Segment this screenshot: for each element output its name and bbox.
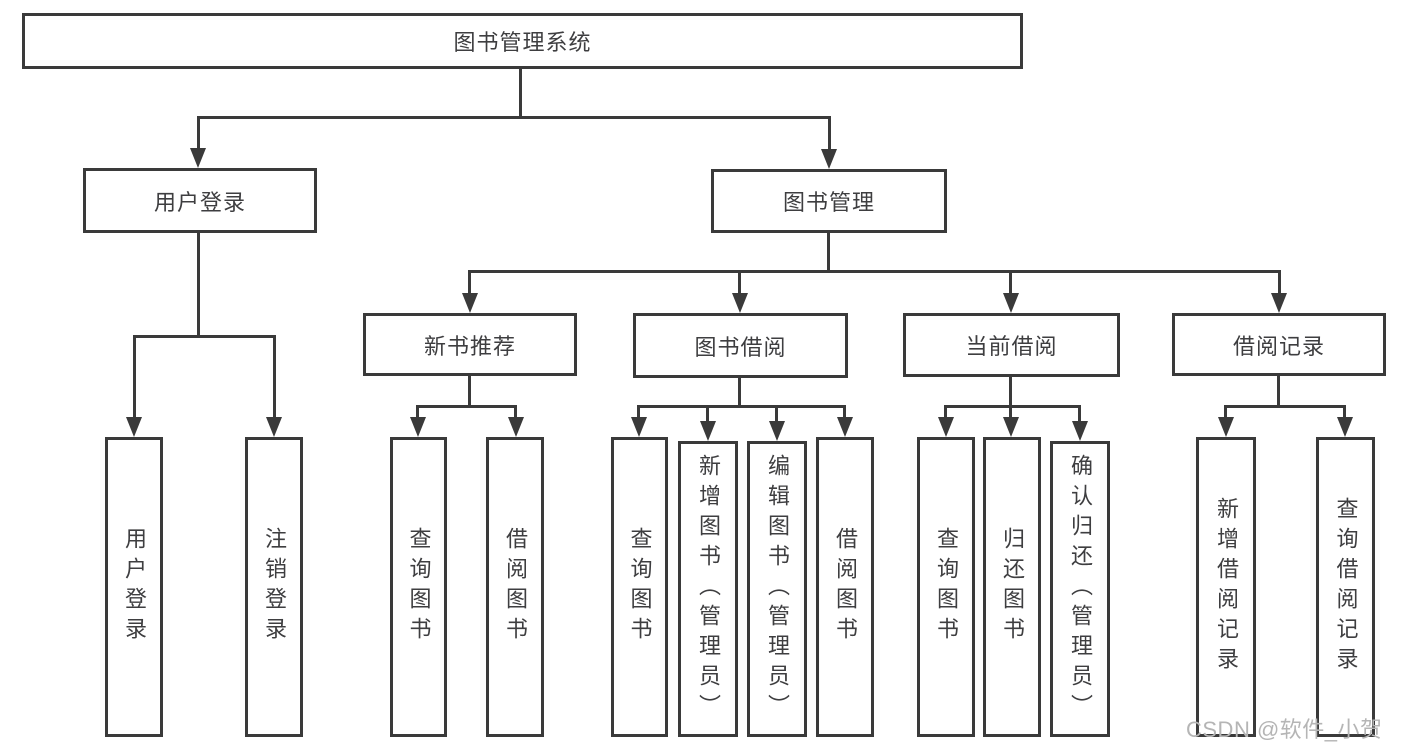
connector-line — [843, 405, 846, 421]
leaf-add-book-admin-label: 新增图书（管理员） — [696, 454, 721, 724]
connector-line — [197, 116, 831, 119]
connector-line — [637, 405, 640, 421]
leaf-logout: 注销登录 — [245, 437, 303, 737]
connector-line — [827, 233, 830, 273]
leaf-return-book-label: 归还图书 — [1000, 527, 1025, 647]
leaf-borrow-book-recommend-label: 借阅图书 — [503, 527, 528, 647]
leaf-query-book-recommend: 查询图书 — [390, 437, 447, 737]
connector-line — [519, 69, 522, 117]
node-root: 图书管理系统 — [22, 13, 1023, 69]
arrowhead-icon — [837, 417, 853, 437]
connector-line — [133, 335, 136, 421]
node-book-management: 图书管理 — [711, 169, 947, 233]
arrowhead-icon — [266, 417, 282, 437]
arrowhead-icon — [700, 421, 716, 441]
connector-line — [468, 376, 471, 407]
connector-line — [1009, 270, 1012, 295]
connector-line — [1009, 405, 1012, 421]
leaf-borrow-book: 借阅图书 — [816, 437, 874, 737]
connector-line — [1277, 376, 1280, 407]
leaf-query-book-current-label: 查询图书 — [934, 527, 959, 647]
connector-line — [944, 405, 947, 421]
connector-line — [775, 405, 778, 423]
arrowhead-icon — [508, 417, 524, 437]
arrowhead-icon — [462, 293, 478, 313]
leaf-query-book-borrow: 查询图书 — [611, 437, 668, 737]
connector-line — [1009, 377, 1012, 407]
connector-line — [738, 377, 741, 407]
arrowhead-icon — [631, 417, 647, 437]
node-user-login: 用户登录 — [83, 168, 317, 233]
node-current-borrow: 当前借阅 — [903, 313, 1120, 377]
arrowhead-icon — [821, 149, 837, 169]
connector-line — [468, 270, 1281, 273]
connector-line — [1278, 270, 1281, 295]
arrowhead-icon — [769, 421, 785, 441]
arrowhead-icon — [1337, 417, 1353, 437]
connector-line — [738, 270, 741, 295]
node-borrow-record: 借阅记录 — [1172, 313, 1386, 376]
arrowhead-icon — [410, 417, 426, 437]
node-root-label: 图书管理系统 — [453, 30, 592, 55]
arrowhead-icon — [1003, 293, 1019, 313]
connector-line — [133, 335, 276, 338]
leaf-edit-book-admin: 编辑图书（管理员） — [747, 441, 807, 737]
leaf-query-book-recommend-label: 查询图书 — [406, 527, 432, 647]
arrowhead-icon — [126, 417, 142, 437]
node-user-login-label: 用户登录 — [153, 189, 246, 215]
connector-line — [468, 270, 471, 295]
connector-line — [197, 116, 200, 150]
arrowhead-icon — [1072, 421, 1088, 441]
node-new-book-recommend-label: 新书推荐 — [423, 333, 516, 359]
connector-line — [197, 232, 200, 337]
leaf-user-login: 用户登录 — [105, 437, 163, 737]
connector-line — [828, 116, 831, 150]
node-book-borrow-label: 图书借阅 — [694, 334, 787, 360]
connector-line — [637, 405, 846, 408]
node-book-management-label: 图书管理 — [782, 190, 875, 215]
arrowhead-icon — [190, 148, 206, 168]
node-book-borrow: 图书借阅 — [633, 313, 848, 378]
node-borrow-record-label: 借阅记录 — [1232, 333, 1325, 359]
connector-line — [1224, 405, 1346, 408]
arrowhead-icon — [732, 293, 748, 313]
leaf-borrow-book-label: 借阅图书 — [833, 527, 858, 647]
connector-line — [706, 405, 709, 423]
connector-line — [1343, 405, 1346, 421]
connector-line — [416, 405, 517, 408]
leaf-query-borrow-record-label: 查询借阅记录 — [1333, 497, 1359, 677]
leaf-user-login-label: 用户登录 — [122, 527, 147, 647]
leaf-confirm-return-admin-label: 确认归还（管理员） — [1068, 454, 1093, 724]
leaf-query-book-current: 查询图书 — [917, 437, 975, 737]
connector-line — [944, 405, 1081, 408]
leaf-add-borrow-record-label: 新增借阅记录 — [1214, 497, 1239, 677]
leaf-query-borrow-record: 查询借阅记录 — [1316, 437, 1375, 737]
leaf-borrow-book-recommend: 借阅图书 — [486, 437, 544, 737]
leaf-return-book: 归还图书 — [983, 437, 1041, 737]
arrowhead-icon — [1218, 417, 1234, 437]
connector-line — [514, 405, 517, 421]
connector-line — [416, 405, 419, 421]
node-new-book-recommend: 新书推荐 — [363, 313, 577, 376]
connector-line — [273, 335, 276, 421]
node-current-borrow-label: 当前借阅 — [965, 334, 1058, 359]
leaf-add-borrow-record: 新增借阅记录 — [1196, 437, 1256, 737]
leaf-confirm-return-admin: 确认归还（管理员） — [1050, 441, 1110, 737]
leaf-edit-book-admin-label: 编辑图书（管理员） — [765, 454, 790, 724]
arrowhead-icon — [1003, 417, 1019, 437]
leaf-logout-label: 注销登录 — [262, 527, 287, 647]
connector-line — [1224, 405, 1227, 421]
arrowhead-icon — [938, 417, 954, 437]
connector-line — [1078, 405, 1081, 423]
csdn-watermark: CSDN @软件_小贺同学 — [1186, 717, 1383, 742]
arrowhead-icon — [1271, 293, 1287, 313]
leaf-add-book-admin: 新增图书（管理员） — [678, 441, 738, 737]
leaf-query-book-borrow-label: 查询图书 — [627, 527, 653, 647]
